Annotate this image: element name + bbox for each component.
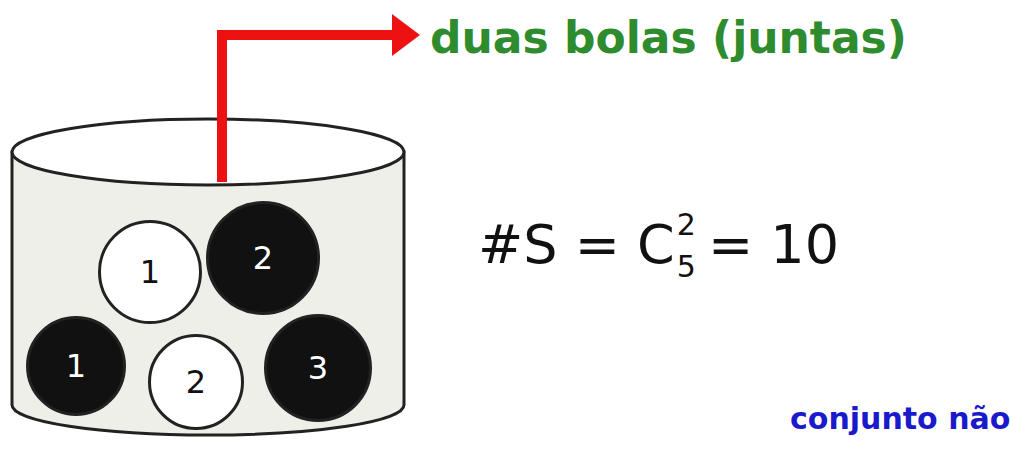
- white-ball: 1: [98, 220, 202, 324]
- formula-text: = 10: [708, 218, 839, 272]
- white-ball: 2: [148, 334, 244, 430]
- arrow-head: [392, 14, 420, 56]
- formula-subscript: 5: [677, 252, 696, 282]
- black-ball: 1: [26, 316, 126, 416]
- black-ball: 3: [264, 314, 372, 422]
- ball-number: 2: [253, 242, 273, 274]
- ball-number: 3: [308, 352, 328, 384]
- ball-number: 2: [186, 366, 206, 398]
- ball-number: 1: [66, 350, 86, 382]
- urn-body: [12, 152, 404, 435]
- draw-arrow: [222, 35, 396, 182]
- formula-superscript: 2: [677, 210, 696, 240]
- draw-caption: duas bolas (juntas): [430, 16, 907, 60]
- formula-text: #S = C: [478, 218, 675, 272]
- set-note: conjunto não: [790, 404, 1010, 434]
- urn-opening: [12, 119, 404, 185]
- ball-number: 1: [140, 256, 160, 288]
- black-ball: 2: [206, 201, 320, 315]
